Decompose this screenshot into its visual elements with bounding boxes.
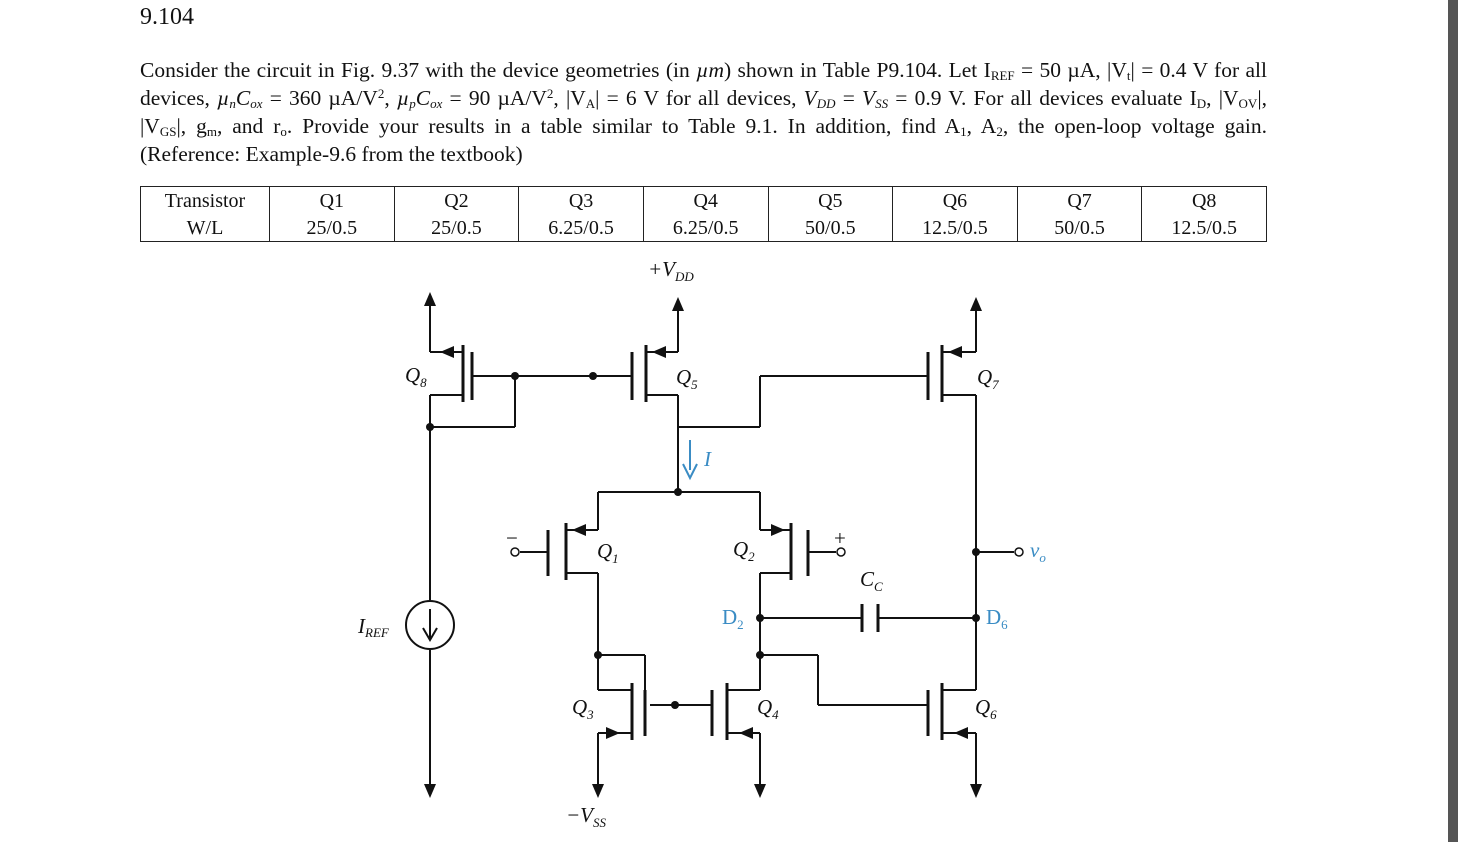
table-cell: 12.5/0.5 [892, 214, 1018, 242]
d6-label: D6 [986, 605, 1008, 632]
q8-label: Q8 [405, 363, 427, 390]
plus-label: + [834, 526, 846, 550]
table-header-cell: Q7 [1016, 186, 1143, 214]
vo-label: vo [1030, 538, 1046, 565]
q7-label: Q7 [977, 365, 999, 392]
table-header-cell: Q5 [767, 186, 894, 214]
table-cell: 12.5/0.5 [1141, 214, 1267, 242]
circuit-labels: +VDD −VSS IREF I CC vo D2 D6 − + Q8 Q5 Q… [357, 257, 1046, 830]
problem-number: 9.104 [140, 4, 194, 30]
junction-dots [426, 372, 980, 709]
table-header-cell: Q3 [518, 186, 644, 214]
transistor-gates [461, 345, 944, 740]
q4-label: Q4 [757, 695, 779, 722]
source-arrows [424, 292, 982, 798]
iref-label: IREF [357, 614, 390, 640]
table-cell: 50/0.5 [767, 214, 894, 242]
q3-label: Q3 [572, 695, 594, 722]
table-row-label: W/L [140, 214, 270, 242]
geometry-table: Transistor Q1 Q2 Q3 Q4 Q5 Q6 Q7 Q8 W/L 2… [140, 186, 1267, 242]
table-header-cell: Q2 [393, 186, 520, 214]
cc-label: CC [860, 567, 883, 594]
table-header-cell: Q8 [1141, 186, 1267, 214]
terminal-circles [510, 547, 1024, 557]
window-edge [1448, 0, 1458, 842]
table-cell: 6.25/0.5 [518, 214, 644, 242]
minus-label: − [506, 526, 518, 550]
table-cell: 25/0.5 [269, 214, 395, 242]
table-cell: 50/0.5 [1016, 214, 1143, 242]
current-label: I [703, 447, 712, 471]
current-arrow [682, 440, 698, 481]
q5-label: Q5 [676, 365, 698, 392]
table-header-cell: Q6 [892, 186, 1018, 214]
d2-label: D2 [722, 605, 744, 632]
q6-label: Q6 [975, 695, 997, 722]
table-cell: 6.25/0.5 [642, 214, 769, 242]
vss-label: −VSS [566, 803, 607, 830]
table-header-label: Transistor [140, 186, 270, 214]
table-cell: 25/0.5 [393, 214, 520, 242]
table-header-cell: Q1 [269, 186, 395, 214]
table-header-row: Transistor Q1 Q2 Q3 Q4 Q5 Q6 Q7 Q8 [140, 186, 1267, 214]
problem-statement: Consider the circuit in Fig. 9.37 with t… [140, 58, 1268, 166]
table-row: W/L 25/0.5 25/0.5 6.25/0.5 6.25/0.5 50/0… [140, 214, 1267, 242]
current-source [405, 600, 455, 650]
q1-label: Q1 [597, 539, 619, 566]
vdd-label: +VDD [648, 257, 694, 284]
q2-label: Q2 [733, 537, 755, 564]
